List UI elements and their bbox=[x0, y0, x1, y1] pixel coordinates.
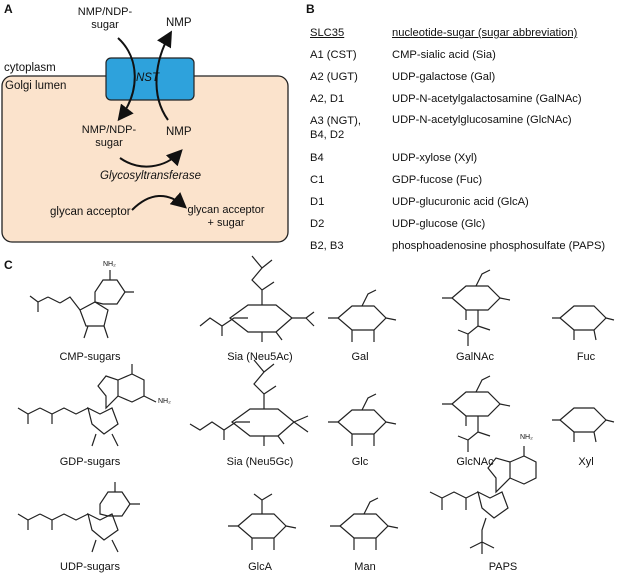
nst-label: NST bbox=[136, 72, 159, 84]
table-header-family: SLC35 bbox=[310, 27, 345, 39]
paps-structure bbox=[429, 446, 537, 554]
cmp-sugars-label: CMP-sugars bbox=[59, 351, 121, 363]
glcnac-structure bbox=[442, 375, 511, 452]
sia-neu5ac-label: Sia (Neu5Ac) bbox=[227, 351, 293, 363]
table-row-ns: UDP-galactose (Gal) bbox=[392, 71, 496, 83]
glycan-product-label: glycan acceptor + sugar bbox=[187, 204, 265, 229]
cytoplasm-label: cytoplasm bbox=[4, 62, 56, 74]
lumen-nmp-label: NMP bbox=[166, 126, 192, 138]
glca-structure bbox=[228, 493, 297, 550]
table-header-nucleotide-sugar: nucleotide-sugar (sugar abbreviation) bbox=[392, 27, 578, 39]
panel-a-letter: A bbox=[4, 2, 13, 16]
paps-nh2: NH₂ bbox=[520, 434, 533, 441]
cmp-nh2: NH₂ bbox=[103, 261, 116, 268]
table-row-ns: CMP-sialic acid (Sia) bbox=[392, 49, 496, 61]
table-row-ns: UDP-xylose (Xyl) bbox=[392, 152, 478, 164]
table-row-family: A1 (CST) bbox=[310, 49, 357, 61]
table-row-family: D1 bbox=[310, 196, 325, 208]
gt-arrow-upper bbox=[119, 149, 183, 168]
galnac-label: GalNAc bbox=[456, 351, 494, 363]
gdp-structure bbox=[17, 364, 157, 447]
xyl-label: Xyl bbox=[578, 456, 594, 468]
table-row-family: A2, D1 bbox=[310, 93, 345, 105]
import-arrow bbox=[117, 37, 136, 122]
gt-arrow-lower bbox=[131, 192, 188, 211]
gal-structure bbox=[328, 289, 397, 342]
nst-transporter bbox=[105, 57, 195, 101]
top-nmp-label: NMP bbox=[166, 17, 192, 29]
golgi-lumen-label: Golgi lumen bbox=[5, 80, 67, 92]
cmp-structure bbox=[29, 270, 134, 339]
export-arrow bbox=[155, 30, 172, 121]
table-row-ns: GDP-fucose (Fuc) bbox=[392, 174, 483, 186]
gdp-nh2: NH₂ bbox=[158, 398, 171, 405]
table-row-family: B4 bbox=[310, 152, 324, 164]
lumen-sugar-label: NMP/NDP- sugar bbox=[81, 124, 137, 149]
table-row-family: A3 (NGT), B4, D2 bbox=[310, 115, 361, 141]
top-sugar-label: NMP/NDP- sugar bbox=[77, 6, 133, 31]
table-row-ns: phosphoadenosine phosphosulfate (PAPS) bbox=[392, 240, 606, 252]
table-row-family: D2 bbox=[310, 218, 325, 230]
panel-a-diagram bbox=[1, 30, 289, 243]
glc-label: Glc bbox=[351, 456, 369, 468]
glca-label: GlcA bbox=[248, 561, 272, 573]
table-row-family: C1 bbox=[310, 174, 325, 186]
galnac-structure bbox=[442, 269, 511, 346]
table-row-ns: UDP-N-acetylgalactosamine (GalNAc) bbox=[392, 93, 582, 105]
gal-label: Gal bbox=[351, 351, 369, 363]
paps-label: PAPS bbox=[488, 561, 518, 573]
panel-c-letter: C bbox=[4, 258, 13, 272]
glycosyltransferase-label: Glycosyltransferase bbox=[100, 170, 201, 182]
man-label: Man bbox=[354, 561, 376, 573]
glycan-acceptor-label: glycan acceptor bbox=[50, 206, 131, 218]
fuc-structure bbox=[552, 305, 615, 341]
table-row-ns: UDP-glucuronic acid (GlcA) bbox=[392, 196, 529, 208]
xyl-structure bbox=[552, 407, 615, 443]
table-row-ns: UDP-glucose (Glc) bbox=[392, 218, 486, 230]
panel-b-letter: B bbox=[306, 2, 315, 16]
udp-sugars-label: UDP-sugars bbox=[60, 561, 120, 573]
sia-neu5ac-structure bbox=[199, 255, 315, 342]
glcnac-label: GlcNAc bbox=[456, 456, 494, 468]
sia-neu5gc-structure bbox=[189, 359, 309, 446]
fuc-label: Fuc bbox=[576, 351, 596, 363]
table-row-ns: UDP-N-acetylglucosamine (GlcNAc) bbox=[392, 114, 572, 126]
table-row-family: A2 (UGT) bbox=[310, 71, 358, 83]
sia-neu5gc-label: Sia (Neu5Gc) bbox=[226, 456, 294, 468]
table-row-family: B2, B3 bbox=[310, 240, 344, 252]
glc-structure bbox=[328, 393, 397, 446]
man-structure bbox=[330, 497, 399, 550]
udp-structure bbox=[17, 482, 140, 553]
gdp-sugars-label: GDP-sugars bbox=[59, 456, 121, 468]
